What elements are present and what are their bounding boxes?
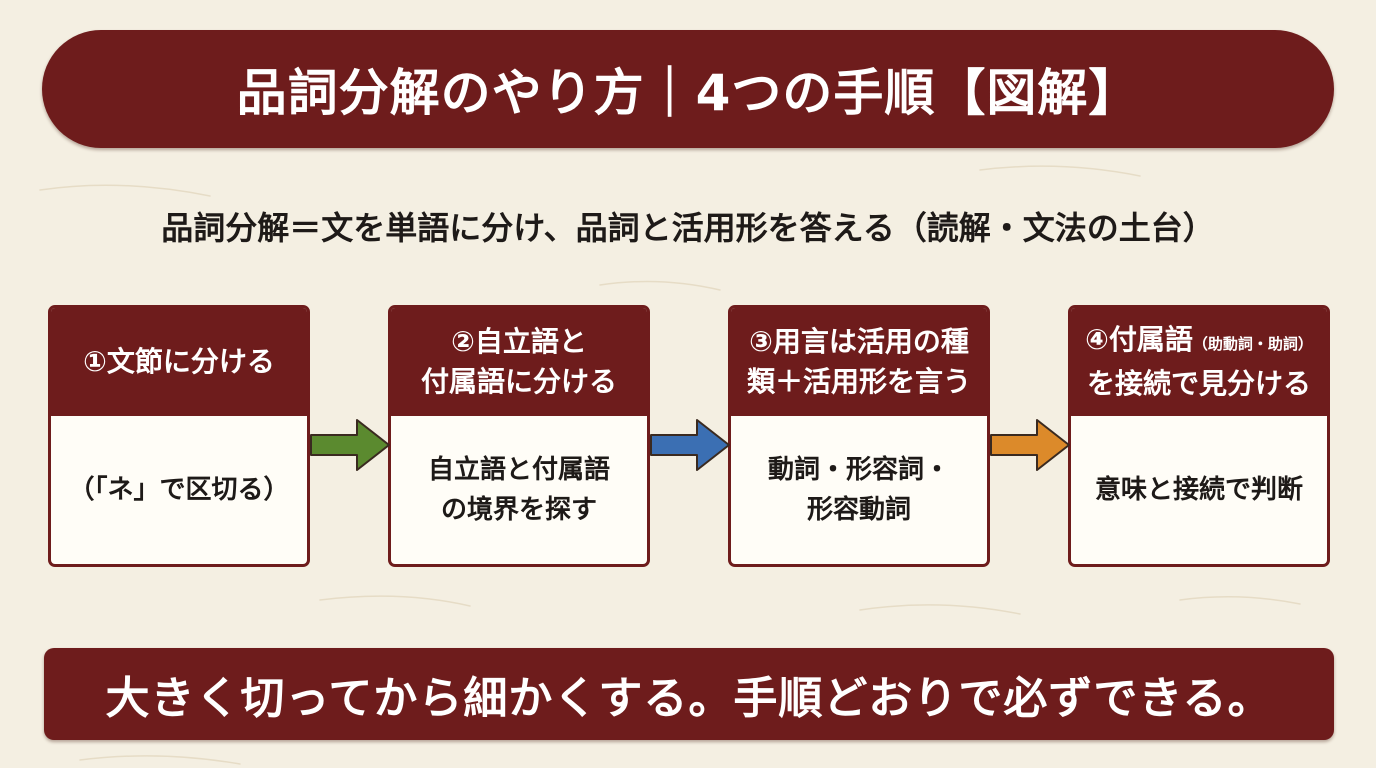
step-card-4: ④付属語（助動詞・助詞） を接続で見分ける 意味と接続で判断 (1068, 305, 1330, 567)
step-body-line: 自立語と付属語 (427, 455, 610, 485)
step-heading-line: 類＋活用形を言う (746, 365, 971, 398)
step-body-line: 形容動詞 (806, 495, 911, 525)
step-body-line: （「ネ」で区切る） (68, 475, 290, 505)
step-heading-note: （助動詞・助詞） (1192, 335, 1313, 353)
step-body-line: の境界を探す (440, 495, 597, 525)
summary-banner: 大きく切ってから細かくする。手順どおりで必ずできる。 (44, 648, 1334, 740)
title-banner: 品詞分解のやり方｜4つの手順【図解】 (42, 30, 1334, 148)
step-heading-line: を接続で見分ける (1086, 367, 1311, 400)
arrow-right-icon (990, 419, 1070, 471)
step-heading-line: ①文節に分ける (83, 345, 275, 378)
step-heading: ②自立語と 付属語に分ける (391, 308, 647, 416)
definition-text: 品詞分解＝文を単語に分け、品詞と活用形を答える（読解・文法の土台） (161, 209, 1215, 247)
step-body: 動詞・形容詞・ 形容動詞 (731, 416, 987, 564)
step-card-1: ①文節に分ける （「ネ」で区切る） (48, 305, 310, 567)
arrow-shape (310, 419, 390, 471)
step-heading-line: 付属語に分ける (420, 365, 617, 398)
arrow-right-icon (650, 419, 730, 471)
step-card-3: ③用言は活用の種 類＋活用形を言う 動詞・形容詞・ 形容動詞 (728, 305, 990, 567)
step-heading-line: ②自立語と (451, 325, 587, 358)
step-heading: ①文節に分ける (51, 308, 307, 416)
arrow-shape (990, 419, 1070, 471)
arrow-shape (650, 419, 730, 471)
page-title: 品詞分解のやり方｜4つの手順【図解】 (236, 64, 1140, 122)
step-body: 意味と接続で判断 (1071, 416, 1327, 564)
step-body: （「ネ」で区切る） (51, 416, 307, 564)
step-heading: ④付属語（助動詞・助詞） を接続で見分ける (1071, 308, 1327, 416)
step-heading-main: ④付属語 (1085, 323, 1193, 356)
step-body-line: 動詞・形容詞・ (767, 455, 950, 485)
step-card-2: ②自立語と 付属語に分ける 自立語と付属語 の境界を探す (388, 305, 650, 567)
step-heading: ③用言は活用の種 類＋活用形を言う (731, 308, 987, 416)
summary-text: 大きく切ってから細かくする。手順どおりで必ずできる。 (105, 673, 1273, 724)
arrow-right-icon (310, 419, 390, 471)
step-body-line: 意味と接続で判断 (1094, 475, 1303, 505)
step-heading-line: ④付属語（助動詞・助詞） (1085, 320, 1313, 364)
step-body: 自立語と付属語 の境界を探す (391, 416, 647, 564)
step-heading-line: ③用言は活用の種 (749, 325, 969, 358)
